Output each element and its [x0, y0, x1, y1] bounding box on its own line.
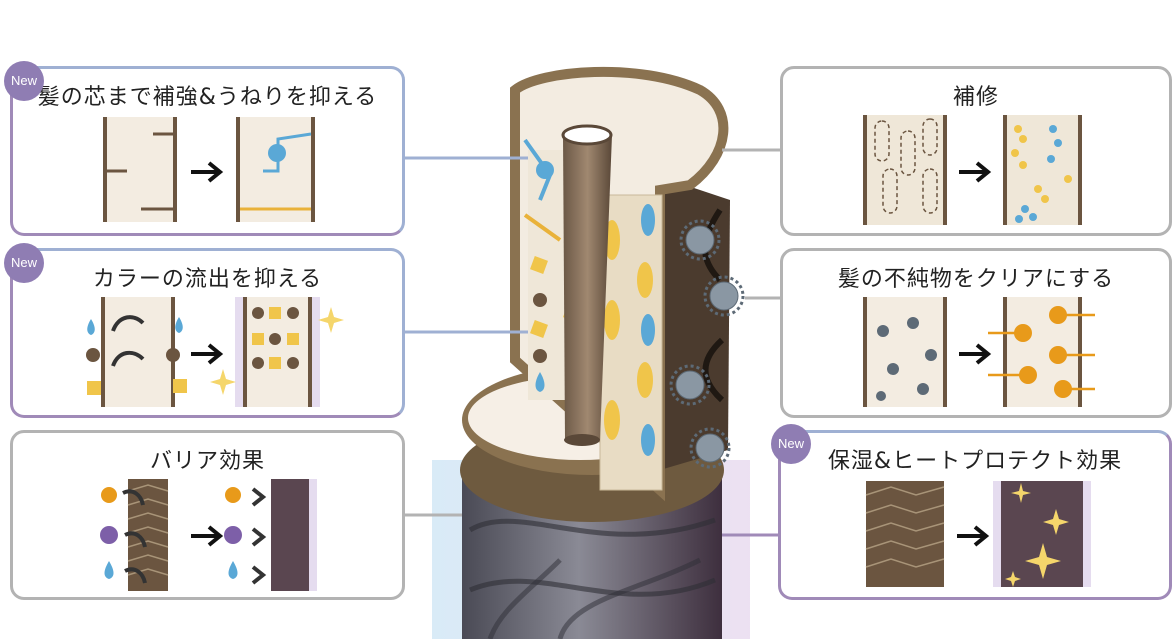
arrow-icon — [191, 161, 224, 183]
new-badge-protect: New — [771, 424, 811, 464]
panel-color: カラーの流出を抑える — [10, 248, 405, 418]
panel-reinforce-title: 髪の芯まで補強&うねりを抑える — [37, 85, 378, 110]
impurity-particles — [675, 225, 739, 463]
panel-barrier: バリア効果 — [10, 430, 405, 600]
panel-protect-title: 保湿&ヒートプロテクト効果 — [827, 449, 1123, 474]
panel-impurity-title: 髪の不純物をクリアにする — [837, 267, 1115, 292]
new-badge-color: New — [4, 243, 44, 283]
panel-reinforce: 髪の芯まで補強&うねりを抑える — [10, 66, 405, 236]
repair-diagram — [863, 115, 1082, 225]
medulla-core — [563, 135, 612, 440]
protect-diagram — [865, 481, 1091, 587]
impurity-diagram — [863, 297, 1095, 407]
panel-color-title: カラーの流出を抑える — [92, 267, 323, 292]
panel-repair-title: 補修 — [952, 85, 999, 110]
color-diagram — [86, 297, 344, 407]
barrier-diagram — [100, 479, 317, 591]
reinforce-diagram — [103, 117, 315, 222]
sun-icon — [101, 487, 117, 503]
panel-repair: 補修 — [780, 66, 1172, 236]
panel-impurity: 髪の不純物をクリアにする — [780, 248, 1172, 418]
panel-barrier-title: バリア効果 — [149, 449, 265, 474]
new-badge-reinforce: New — [4, 61, 44, 101]
sparkle-icon — [318, 307, 344, 333]
panel-protect: 保湿&ヒートプロテクト効果 — [778, 430, 1172, 600]
